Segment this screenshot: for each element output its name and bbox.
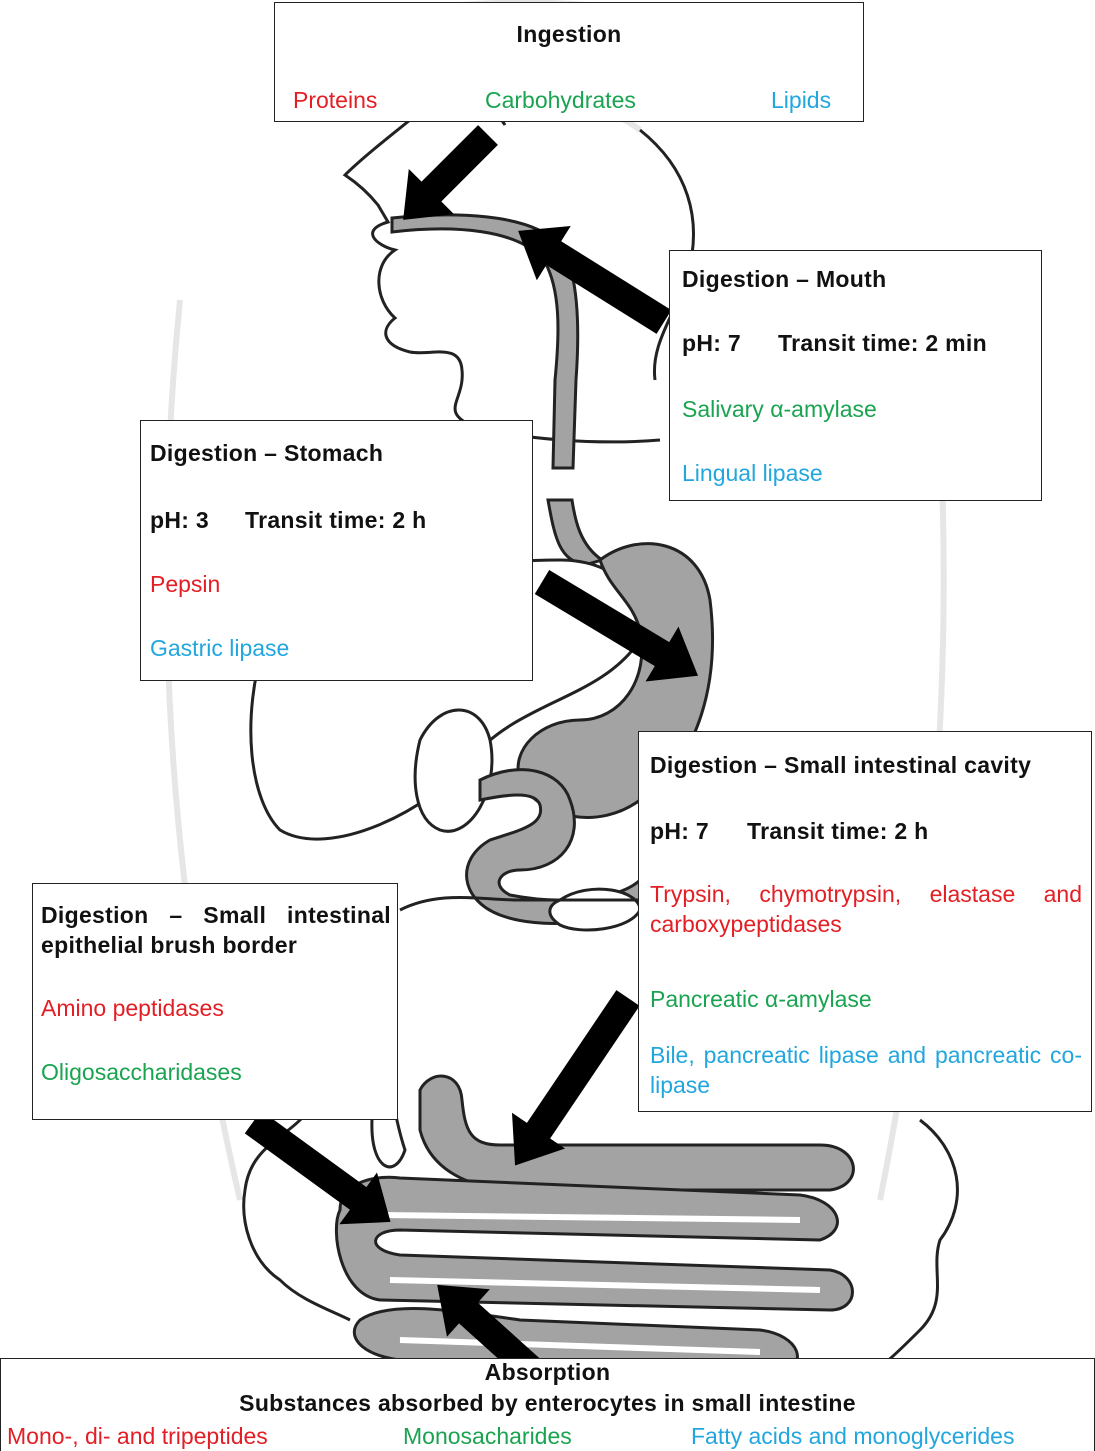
mouth-title: Digestion – Mouth (682, 266, 886, 293)
large-intestine-right (860, 1120, 957, 1380)
mouth-ph: pH: 7 (682, 330, 741, 357)
mouth-box: Digestion – Mouth pH: 7 Transit time: 2 … (669, 250, 1042, 501)
small-intestine-transit-time: Transit time: 2 h (747, 818, 928, 845)
small-intestine-ph: pH: 7 (650, 818, 709, 845)
stomach-pepsin: Pepsin (150, 571, 220, 598)
small-intestine-pancreatic-amylase: Pancreatic α-amylase (650, 986, 872, 1013)
small-intestine-title: Digestion – Small intestinal cavity (650, 752, 1031, 779)
stomach-transit-time: Transit time: 2 h (245, 507, 426, 534)
ingestion-carbohydrates: Carbohydrates (485, 87, 636, 114)
absorption-subtitle: Substances absorbed by enterocytes in sm… (1, 1390, 1094, 1417)
absorption-title: Absorption (1, 1359, 1094, 1386)
head-outline (345, 98, 660, 442)
mouth-salivary-amylase: Salivary α-amylase (682, 396, 877, 423)
absorption-peptides: Mono-, di- and tripeptides (7, 1423, 268, 1450)
absorption-fatty-acids: Fatty acids and monoglycerides (691, 1423, 1014, 1450)
stomach-box: Digestion – Stomach pH: 3 Transit time: … (140, 420, 533, 681)
brush-border-title: Digestion – Small intestinal epithelial … (41, 900, 391, 960)
pancreas (550, 889, 640, 930)
stomach-title: Digestion – Stomach (150, 440, 383, 467)
stomach-gastric-lipase: Gastric lipase (150, 635, 289, 662)
small-intestine-box: Digestion – Small intestinal cavity pH: … (638, 731, 1092, 1112)
gallbladder (415, 710, 492, 831)
brush-border-amino-peptidases: Amino peptidases (41, 995, 224, 1022)
ingestion-proteins: Proteins (293, 87, 377, 114)
ingestion-lipids: Lipids (771, 87, 831, 114)
absorption-box: Absorption Substances absorbed by entero… (0, 1358, 1095, 1451)
ingestion-title: Ingestion (275, 21, 863, 48)
small-intestine-proteases: Trypsin, chymotrypsin, elastase and carb… (650, 879, 1082, 939)
brush-border-box: Digestion – Small intestinal epithelial … (32, 883, 398, 1120)
absorption-monosacharides: Monosacharides (403, 1423, 572, 1450)
small-intestine-lipases: Bile, pancreatic lipase and pancreatic c… (650, 1040, 1082, 1100)
ingestion-box: Ingestion Proteins Carbohydrates Lipids (274, 2, 864, 122)
mouth-transit-time: Transit time: 2 min (778, 330, 987, 357)
stomach-ph: pH: 3 (150, 507, 209, 534)
mouth-lingual-lipase: Lingual lipase (682, 460, 823, 487)
esophagus-lower (548, 500, 602, 565)
brush-border-oligosaccharidases: Oligosaccharidases (41, 1059, 242, 1086)
